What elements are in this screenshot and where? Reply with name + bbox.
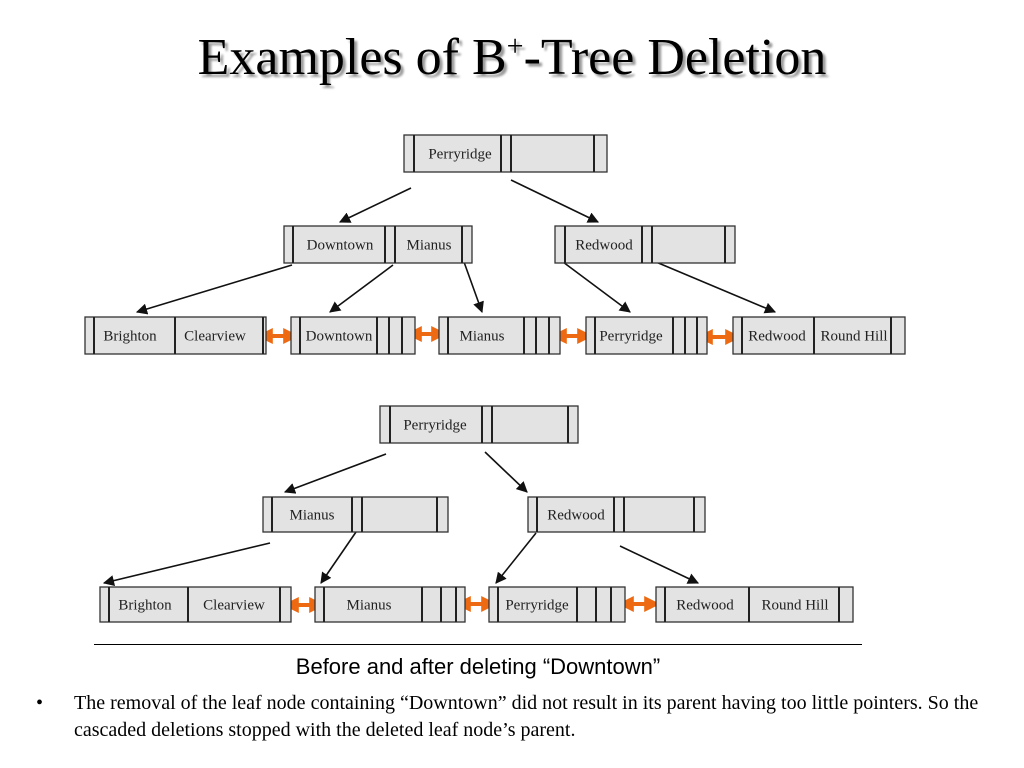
- leaf-node: Perryridge: [488, 586, 626, 623]
- node-key: Clearview: [203, 598, 265, 614]
- bullet-list: The removal of the leaf node containing …: [36, 690, 996, 744]
- leaf-node: Perryridge: [585, 316, 708, 355]
- node-key: Mianus: [290, 508, 335, 524]
- internal-node: Downtown Mianus: [283, 225, 473, 264]
- child-pointer-arrow: [510, 179, 600, 223]
- node-key: Perryridge: [599, 329, 663, 345]
- node-key: Brighton: [103, 329, 157, 345]
- node-key: Downtown: [307, 238, 374, 254]
- leaf-node: Mianus: [438, 316, 561, 355]
- node-key: Perryridge: [403, 418, 467, 434]
- node-key: Downtown: [306, 329, 373, 345]
- diagram-caption: Before and after deleting “Downtown”: [295, 654, 661, 679]
- node-key: Clearview: [184, 329, 246, 345]
- child-pointer-arrow: [283, 453, 387, 494]
- leaf-node: Downtown: [290, 316, 416, 355]
- child-pointer-arrow: [495, 532, 537, 584]
- bullet-item: The removal of the leaf node containing …: [36, 690, 996, 744]
- leaf-node: Mianus: [314, 586, 466, 623]
- root-node: Perryridge: [403, 134, 608, 173]
- node-key: Perryridge: [428, 147, 492, 163]
- node-key: Mianus: [460, 329, 505, 345]
- node-key: Redwood: [575, 238, 633, 254]
- child-pointer-arrow: [135, 264, 293, 315]
- child-pointer-arrow: [655, 261, 777, 314]
- divider: [94, 644, 862, 645]
- node-key: Round Hill: [820, 329, 887, 345]
- node-key: Redwood: [547, 508, 605, 524]
- child-pointer-arrow: [102, 542, 271, 587]
- internal-node: Redwood: [554, 225, 736, 264]
- child-pointer-arrow: [484, 451, 528, 493]
- child-pointer-arrow: [463, 261, 484, 314]
- leaf-node: Brighton Clearview: [99, 586, 292, 623]
- leaf-node: Redwood Round Hill: [655, 586, 854, 623]
- leaf-node: Redwood Round Hill: [732, 316, 906, 355]
- node-key: Redwood: [676, 598, 734, 614]
- child-pointer-arrow: [338, 187, 412, 223]
- root-node: Perryridge: [379, 405, 579, 444]
- internal-node: Mianus: [262, 496, 449, 533]
- node-key: Brighton: [118, 598, 172, 614]
- node-key: Mianus: [347, 598, 392, 614]
- child-pointer-arrow: [619, 545, 700, 584]
- slide-title: Examples of B+-Tree Deletion: [197, 29, 827, 86]
- child-pointer-arrow: [320, 531, 357, 584]
- child-pointer-arrow: [329, 264, 394, 313]
- child-pointer-arrow: [562, 261, 631, 313]
- node-key: Redwood: [748, 329, 806, 345]
- node-key: Perryridge: [505, 598, 569, 614]
- node-key: Round Hill: [761, 598, 828, 614]
- internal-node: Redwood: [527, 496, 706, 533]
- node-key: Mianus: [407, 238, 452, 254]
- leaf-node: Brighton Clearview: [84, 316, 267, 355]
